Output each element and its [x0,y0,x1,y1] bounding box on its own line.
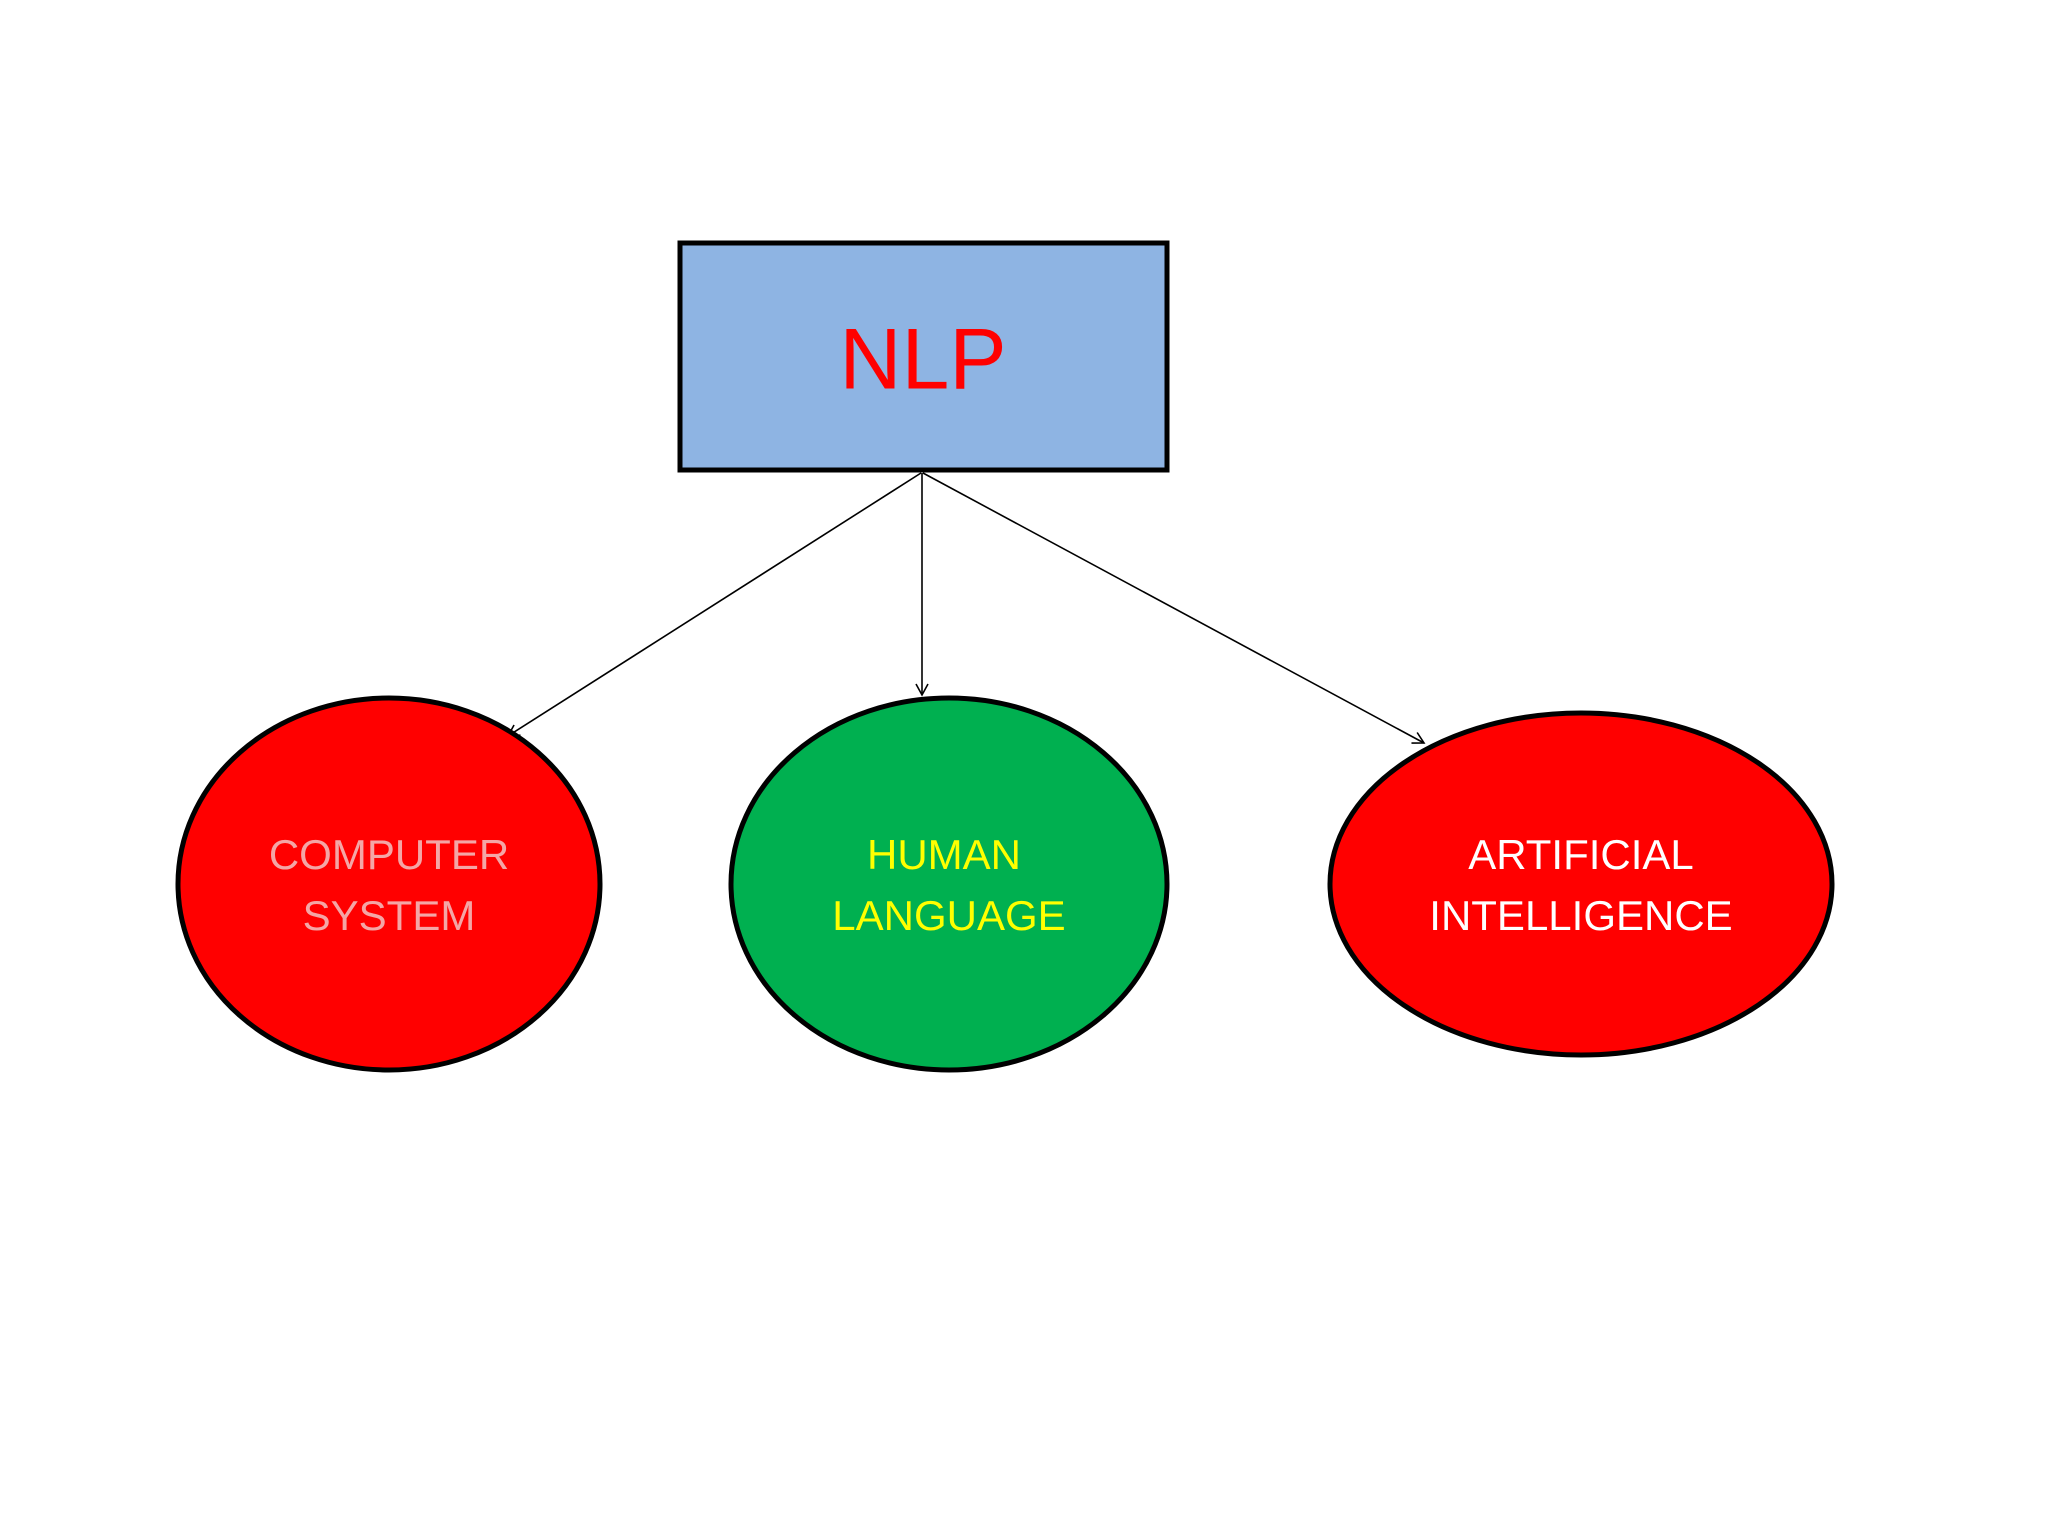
arrow-to-computer-system [506,472,922,737]
artificial-intelligence-ellipse [1327,710,1835,1058]
nlp-label: NLP [839,312,1006,408]
computer-system-node: COMPUTER SYSTEM [175,695,603,1073]
human-language-node: HUMAN LANGUAGE [728,695,1170,1073]
computer-system-ellipse [175,695,603,1073]
nlp-box [677,240,1170,473]
human-language-label-line-2: LANGUAGE [832,892,1065,939]
human-language-label-line-1: HUMAN [867,831,1021,878]
artificial-intelligence-label-line-2: INTELLIGENCE [1429,892,1732,939]
arrow-to-artificial-intelligence [922,472,1426,744]
artificial-intelligence-node: ARTIFICIAL INTELLIGENCE [1327,710,1835,1058]
artificial-intelligence-label-line-1: ARTIFICIAL [1468,831,1694,878]
computer-system-label-line-2: SYSTEM [303,892,476,939]
human-language-ellipse [728,695,1170,1073]
nlp-node: NLP [677,240,1170,473]
computer-system-label-line-1: COMPUTER [269,831,509,878]
